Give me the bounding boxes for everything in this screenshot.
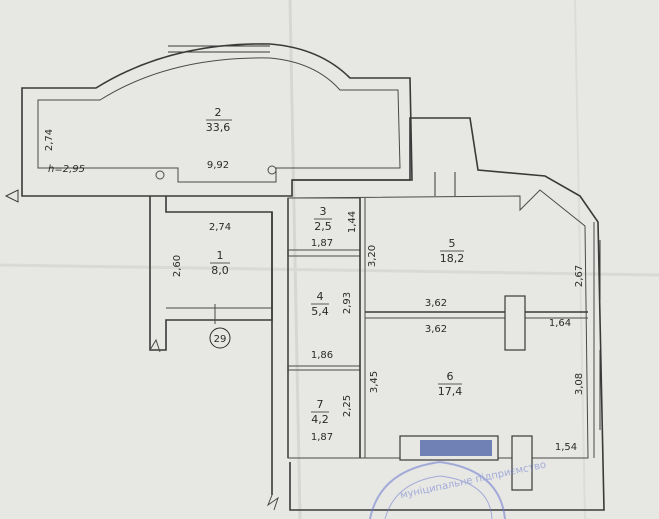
column-icon: [155, 170, 165, 180]
dimension-label: 1,64: [549, 318, 571, 329]
dimension-label: 3,45: [369, 371, 380, 393]
room-number: 4: [317, 290, 324, 303]
paper-fold-line: [0, 263, 659, 277]
room-area: 33,6: [206, 121, 231, 134]
dimension-label: 3,62: [425, 324, 447, 335]
room-area: 5,4: [311, 305, 329, 318]
room-2-label: 2 33,6: [206, 106, 232, 134]
apartment-inner-outline-right: [287, 189, 589, 459]
room-3-label: 3 2,5: [314, 205, 332, 233]
column-icon: [267, 165, 277, 175]
room-4-label: 4 5,4: [311, 290, 329, 318]
entry-arrow-icon: [4, 189, 19, 203]
room-number: 5: [449, 237, 456, 250]
dimension-label: 9,92: [207, 160, 229, 171]
dimension-label: 1,86: [311, 350, 333, 361]
room-6-label: 6 17,4: [438, 370, 463, 398]
dimension-label: 1,54: [555, 442, 577, 453]
dimension-label: 1,87: [311, 432, 333, 443]
paper-fold-line: [288, 0, 302, 519]
dimension-label: 2,25: [342, 395, 353, 417]
room-5-label: 5 18,2: [440, 237, 465, 265]
room-1-outline: [149, 196, 273, 351]
dimension-label: 2,74: [44, 129, 55, 151]
room-number: 1: [217, 249, 224, 262]
dimension-label: 2,60: [172, 255, 183, 277]
dimension-label: 3,62: [425, 298, 447, 309]
room-area: 2,5: [314, 220, 332, 233]
apartment-outline-right: [289, 117, 605, 511]
room-number: 6: [447, 370, 454, 383]
dimension-label: 3,08: [574, 373, 585, 395]
break-mark: [149, 338, 161, 353]
column-block: [511, 435, 533, 491]
radiator-icon: [420, 440, 492, 456]
dimension-label: 1,44: [347, 211, 358, 233]
room-number: 2: [215, 106, 222, 119]
living-room-inner-wall: [37, 57, 401, 183]
dimension-label: 2,67: [574, 265, 585, 287]
dimension-label: 3,20: [367, 245, 378, 267]
room-number: 3: [320, 205, 327, 218]
room-1-label: 1 8,0: [210, 249, 230, 277]
apartment-number-circle: [209, 327, 231, 349]
room-area: 17,4: [438, 385, 463, 398]
living-room-outline: [21, 43, 413, 197]
column-block: [504, 295, 526, 351]
room-area: 8,0: [211, 264, 229, 277]
break-mark: [266, 494, 279, 511]
apartment-number: 29: [214, 334, 227, 345]
room-7-label: 7 4,2: [311, 398, 329, 426]
paper-fold-line: [574, 0, 586, 519]
dimension-label: 1,87: [311, 238, 333, 249]
room-area: 4,2: [311, 413, 329, 426]
room-number: 7: [317, 398, 324, 411]
dimension-label: 2,93: [342, 292, 353, 314]
ceiling-height-label: h=2,95: [48, 164, 85, 175]
dimension-label: 2,74: [209, 222, 231, 233]
room-area: 18,2: [440, 252, 465, 265]
